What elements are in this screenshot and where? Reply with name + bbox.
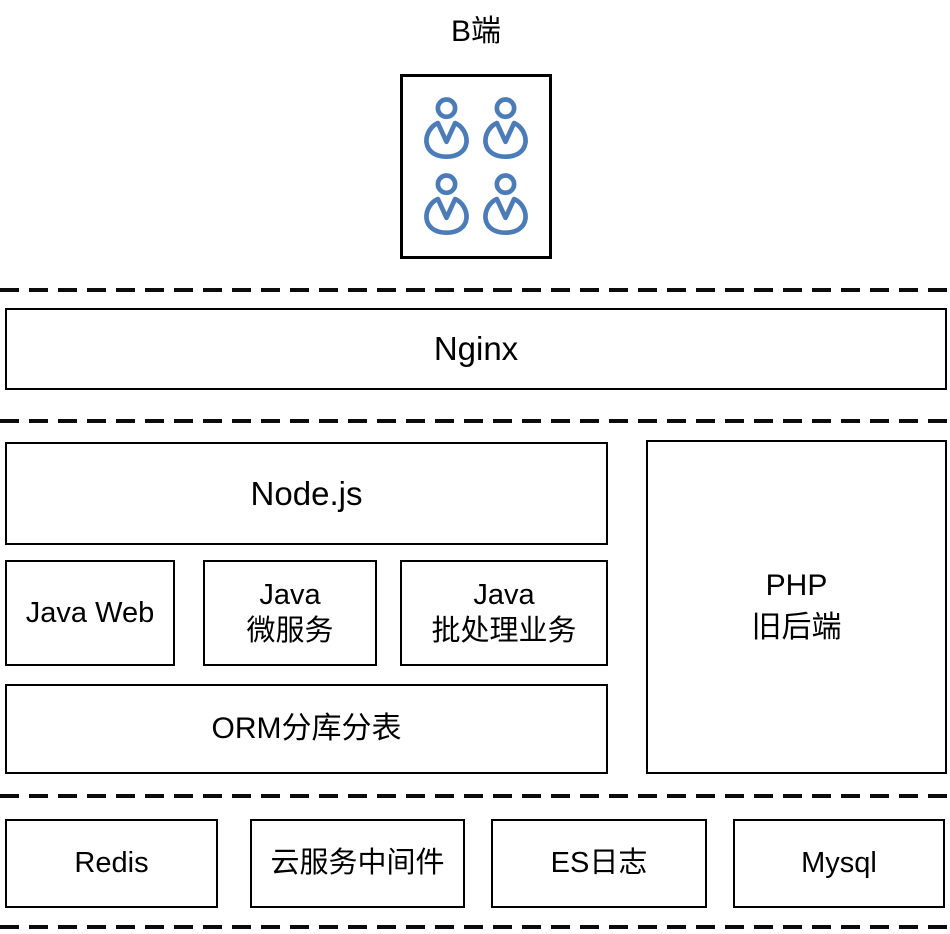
tier-separator-2	[0, 419, 950, 423]
redis-box: Redis	[5, 819, 218, 908]
user-icon-grid	[423, 95, 529, 238]
mysql-label: Mysql	[801, 847, 877, 880]
nodejs-label: Node.js	[250, 474, 363, 512]
java-microservice-label-line1: Java	[259, 578, 321, 611]
java-batch-box: Java 批处理业务	[400, 560, 608, 666]
orm-sharding-box: ORM分库分表	[5, 684, 608, 774]
es-log-box: ES日志	[491, 819, 707, 908]
java-web-box: Java Web	[5, 560, 175, 666]
orm-sharding-label: ORM分库分表	[211, 712, 402, 746]
cloud-middleware-box: 云服务中间件	[250, 819, 465, 908]
java-microservice-box: Java 微服务	[203, 560, 377, 666]
tier-separator-1	[0, 288, 950, 292]
java-batch-label-line2: 批处理业务	[431, 615, 577, 647]
tier-separator-4	[0, 925, 950, 929]
php-legacy-box: PHP 旧后端	[646, 440, 947, 774]
user-icon	[483, 173, 528, 236]
nginx-label: Nginx	[433, 330, 519, 368]
redis-label: Redis	[74, 847, 149, 880]
cloud-middleware-label: 云服务中间件	[270, 847, 445, 880]
es-log-label: ES日志	[550, 847, 648, 880]
client-users-box	[400, 74, 552, 259]
php-legacy-label-line1: PHP	[765, 569, 828, 602]
user-icon	[424, 173, 469, 236]
java-microservice-label-line2: 微服务	[246, 615, 334, 647]
user-icon	[424, 97, 469, 160]
tier-separator-3	[0, 794, 950, 798]
nginx-box: Nginx	[5, 308, 947, 390]
php-legacy-label-line2: 旧后端	[751, 611, 842, 644]
user-icon	[483, 97, 528, 160]
java-web-label: Java Web	[25, 596, 155, 629]
java-batch-label-line1: Java	[473, 578, 535, 611]
mysql-box: Mysql	[733, 819, 945, 908]
client-tier-label: B端	[450, 15, 501, 48]
nodejs-box: Node.js	[5, 442, 608, 545]
